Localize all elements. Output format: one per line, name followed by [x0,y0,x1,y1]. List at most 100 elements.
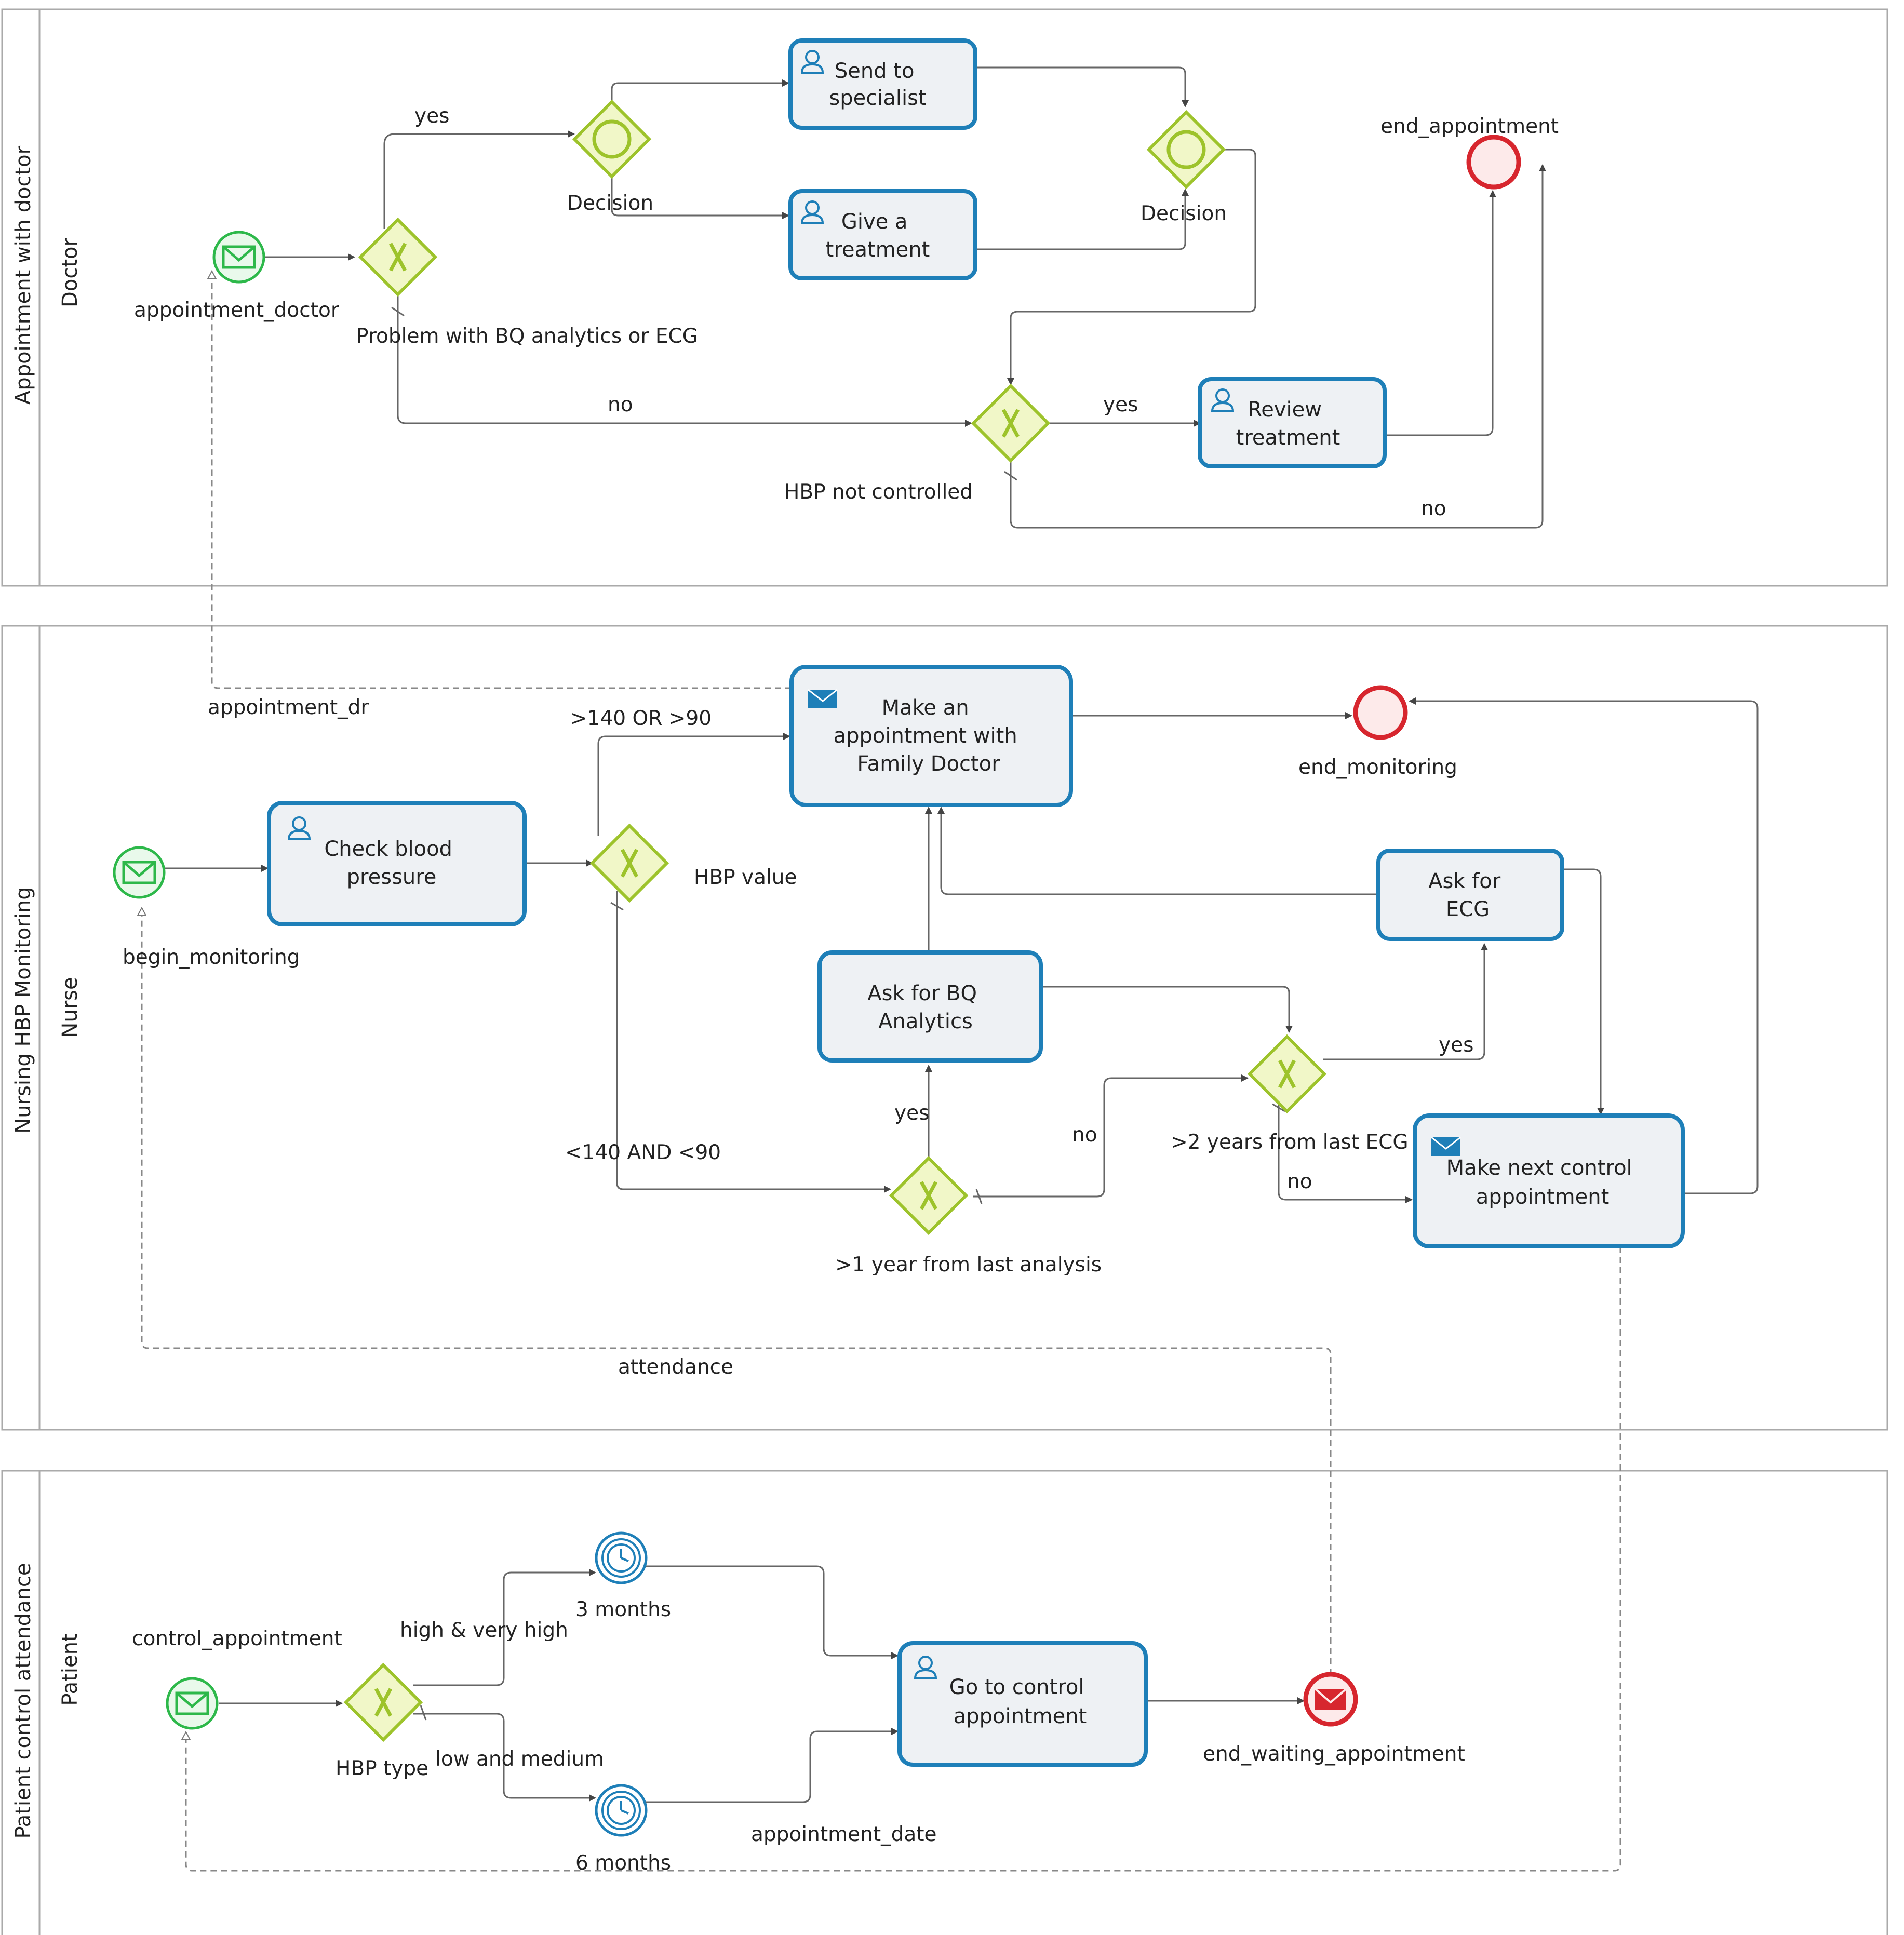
task-go-to-control-appointment[interactable]: Go to control appointment [897,1641,1148,1767]
gateway-hbp-not-controlled[interactable] [971,383,1051,463]
task-send-to-specialist[interactable]: Send to specialist [788,38,977,130]
event-label: control_appointment [132,1627,342,1650]
gateway-label: Decision [1141,202,1227,225]
lane-name: Nurse [58,977,82,1038]
gateway-label: >1 year from last analysis [835,1253,1102,1276]
envelope-icon [175,1691,209,1715]
task-make-next-control-appointment[interactable]: Make next control appointment [1413,1113,1685,1248]
task-give-a-treatment[interactable]: Give a treatment [788,189,977,280]
flow-label: yes [1439,1033,1473,1057]
sequence-flow [413,1569,596,1686]
svg-text:Make next control appoin: Make next control appointment [1446,1156,1639,1209]
sequence-flow [1387,190,1496,436]
sequence-flow [1043,986,1293,1033]
svg-text:Ask for BQ Analytics: Ask for BQ Analytics [867,982,983,1033]
task-label-line: Make next control [1446,1156,1632,1180]
message-label: attendance [618,1355,733,1379]
start-event-control-appointment[interactable] [166,1677,219,1730]
start-event-appointment-doctor[interactable] [212,231,265,284]
sequence-flow [976,189,1189,250]
sequence-flow [976,66,1189,108]
end-event-end-waiting-appointment[interactable] [1303,1672,1358,1727]
sequence-flow [383,130,575,229]
svg-text:Check blood pressure: Check blood pressure [324,837,459,889]
svg-text:Give a treatment: Give a treatment [826,210,930,262]
pool-name: Appointment with doctor [11,145,35,405]
gateway-label: >2 years from last ECG [1171,1131,1409,1154]
timer-event-3-months[interactable] [595,1531,648,1584]
task-make-an-appointment[interactable]: Make an appointment with Family Doctor [789,665,1073,807]
sequence-flow [1563,868,1604,1115]
user-icon [287,816,311,840]
sequence-flow [1409,697,1759,1194]
flow-label: low and medium [435,1748,604,1771]
sequence-flow [937,807,1378,895]
task-label-line: Go to control [949,1675,1084,1699]
task-label-line: Check blood [324,837,452,861]
task-label-line: appointment with [834,724,1017,748]
gateway-label: HBP type [336,1757,428,1780]
message-flows [142,271,1621,1872]
timer-event-6-months[interactable] [595,1784,648,1837]
gateway-hbp-value[interactable] [589,823,669,903]
flow-label: yes [1103,393,1138,416]
svg-text:Go to control appointmen: Go to control appointment [949,1675,1091,1728]
svg-text:Make an appointment with: Make an appointment with Family Doctor [834,696,1024,776]
gateway-decision-1[interactable] [572,99,652,179]
sequence-flow [397,286,972,427]
task-label-line: Ask for BQ [867,982,977,1005]
event-label: end_monitoring [1298,756,1457,779]
task-label-line: treatment [826,238,930,262]
event-label: 3 months [575,1598,671,1621]
task-label-line: ECG [1446,897,1490,921]
task-label-line: pressure [347,865,437,889]
task-label-line: Review [1248,398,1322,422]
svg-text:Review treatment: Review treatment [1236,398,1340,450]
sequence-flow [1278,1093,1413,1203]
task-review-treatment[interactable]: Review treatment [1198,377,1387,468]
user-icon [914,1656,937,1679]
sequence-flow [1007,149,1256,385]
envelope-icon [122,861,156,884]
gateway-label: HBP value [694,866,797,889]
task-label-line: Analytics [878,1010,973,1033]
sequence-flow [611,165,789,219]
sequence-flow [611,79,789,117]
end-event-end-appointment[interactable] [1466,135,1521,190]
gateway-hbp-type[interactable] [343,1662,423,1742]
sequence-flow [616,891,891,1193]
task-ask-for-bq-analytics[interactable]: Ask for BQ Analytics [817,950,1043,1063]
pool-appointment-with-doctor: Appointment with doctor Doctor [1,8,1888,587]
end-event-end-monitoring[interactable] [1353,685,1408,740]
sequence-flow [1010,164,1546,529]
user-icon [800,200,824,224]
flow-label: yes [894,1101,929,1125]
clock-icon [607,1543,636,1573]
envelope-icon [808,689,838,708]
task-label-line: appointment [954,1704,1087,1728]
flow-label: no [1287,1170,1312,1193]
start-event-begin-monitoring[interactable] [113,846,166,899]
sequence-flow [1323,943,1488,1060]
sequence-flow [637,1565,899,1659]
svg-text:Ask for ECG: Ask for ECG [1428,869,1507,921]
default-flow-markers [391,306,1285,1721]
flow-label: no [1421,497,1446,520]
user-icon [1211,388,1235,412]
task-label-line: Ask for [1428,869,1501,893]
task-label-line: specialist [829,86,926,110]
gateway-label: HBP not controlled [784,480,973,504]
task-label-line: Send to [835,59,915,83]
gateway-problem-with-bq[interactable] [358,217,438,297]
gateway-1-year[interactable] [889,1155,969,1235]
envelope-icon [1314,1688,1347,1710]
sequence-flows [165,66,1759,1803]
task-label-line: Family Doctor [857,752,1000,776]
flow-label: high & very high [400,1619,568,1642]
task-check-blood-pressure[interactable]: Check blood pressure [267,801,527,926]
gateway-decision-2[interactable] [1146,110,1226,190]
task-ask-for-ecg[interactable]: Ask for ECG [1376,849,1564,941]
message-flow-attendance [142,908,1332,1675]
gateway-2-years[interactable] [1247,1034,1327,1114]
